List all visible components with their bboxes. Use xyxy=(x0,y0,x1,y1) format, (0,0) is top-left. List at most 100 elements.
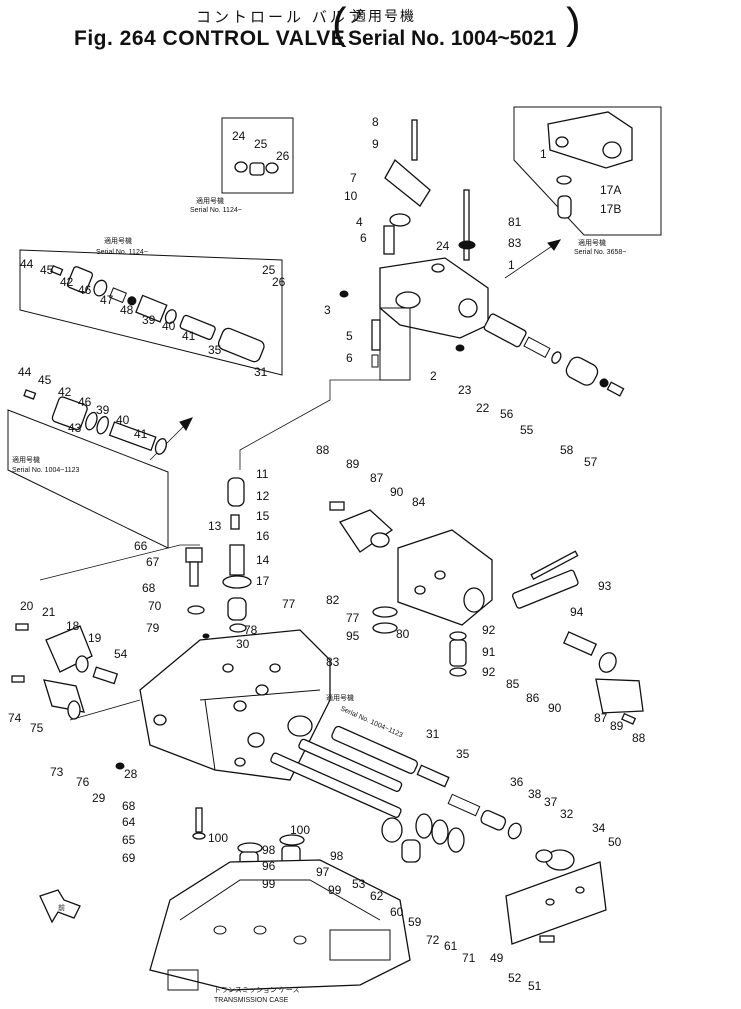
callout-label: 12 xyxy=(256,489,270,503)
serial-range: Serial No. 1004~5021 xyxy=(348,27,557,50)
callout-label: 80 xyxy=(396,627,410,641)
callout-label: 45 xyxy=(38,373,52,387)
callout-label: 20 xyxy=(20,599,34,613)
callout-label: 25 xyxy=(254,137,268,151)
callout-label: 52 xyxy=(508,971,522,985)
callout-label: 46 xyxy=(78,395,92,409)
callout-label: 60 xyxy=(390,905,404,919)
callout-label: 8 xyxy=(372,115,379,129)
callout-label: 93 xyxy=(598,579,612,593)
inset-top-serial-1124 xyxy=(221,117,294,194)
callout-label: 79 xyxy=(146,621,160,635)
callout-label: 35 xyxy=(208,343,222,357)
lower-valve-body xyxy=(11,623,331,781)
part-callouts: 8 9 7 10 4 6 24 81 83 1 3 5 6 2 23 22 56… xyxy=(8,115,646,993)
callout-label: 89 xyxy=(610,719,624,733)
callout-label: 38 xyxy=(528,787,542,801)
callout-label: 13 xyxy=(208,519,222,533)
callout-label: 99 xyxy=(328,883,342,897)
callout-label: 90 xyxy=(390,485,404,499)
callout-label: 86 xyxy=(526,691,540,705)
callout-label: 94 xyxy=(570,605,584,619)
callout-label: 95 xyxy=(346,629,360,643)
callout-label: 26 xyxy=(276,149,290,163)
callout-label: 3 xyxy=(324,303,331,317)
callout-label: 50 xyxy=(608,835,622,849)
note-left-bottom-jp: 適用号機 xyxy=(12,455,40,464)
note-left-bottom-en: Serial No. 1004~1123 xyxy=(12,467,79,474)
callout-label: 43 xyxy=(68,421,82,435)
callout-label: 47 xyxy=(100,293,114,307)
callout-label: 98 xyxy=(330,849,344,863)
callout-label: 59 xyxy=(408,915,422,929)
callout-label: 91 xyxy=(482,645,496,659)
callout-label: 34 xyxy=(592,821,606,835)
callout-label: 17B xyxy=(600,202,621,216)
callout-label: 10 xyxy=(344,189,358,203)
callout-label: 54 xyxy=(114,647,128,661)
callout-label: 7 xyxy=(350,171,357,185)
callout-label: 42 xyxy=(60,275,74,289)
callout-label: 2 xyxy=(430,369,437,383)
callout-label: 23 xyxy=(458,383,472,397)
note-left-top-jp: 適用号機 xyxy=(104,236,132,245)
callout-label: 99 xyxy=(262,877,276,891)
callout-label: 21 xyxy=(42,605,56,619)
callout-label: 41 xyxy=(182,329,196,343)
callout-label: 61 xyxy=(444,939,458,953)
callout-label: 6 xyxy=(360,231,367,245)
callout-label: 17A xyxy=(600,183,621,197)
callout-label: 41 xyxy=(134,427,148,441)
callout-label: 75 xyxy=(30,721,44,735)
spool-assembly xyxy=(192,725,607,945)
callout-label: 36 xyxy=(510,775,524,789)
callout-label: 82 xyxy=(326,593,340,607)
upper-valve-body xyxy=(339,119,625,397)
callout-label: 31 xyxy=(426,727,440,741)
callout-label: 11 xyxy=(256,467,269,481)
callout-label: 25 xyxy=(262,263,276,277)
title-japanese: コントロール バルブ xyxy=(196,8,366,26)
center-stack-parts xyxy=(185,379,380,639)
callout-label: 24 xyxy=(232,129,246,143)
callout-label: 77 xyxy=(346,611,360,625)
callout-label: 4 xyxy=(356,215,363,229)
callout-label: 40 xyxy=(116,413,130,427)
note-top-en: Serial No. 1124~ xyxy=(190,207,242,214)
callout-label: 5 xyxy=(346,329,353,343)
callout-label: 73 xyxy=(50,765,64,779)
callout-label: 78 xyxy=(244,623,258,637)
front-arrow-icon: 前 xyxy=(39,889,81,924)
callout-label: 24 xyxy=(436,239,450,253)
callout-label: 88 xyxy=(316,443,330,457)
callout-label: 40 xyxy=(162,319,176,333)
serial-open-paren: ( xyxy=(332,0,347,48)
note-case-jp: トランスミッション ケース xyxy=(214,986,299,994)
callout-label: 39 xyxy=(142,313,156,327)
callout-label: 26 xyxy=(272,275,286,289)
front-arrow-text: 前 xyxy=(58,903,65,912)
callout-label: 88 xyxy=(632,731,646,745)
callout-label: 64 xyxy=(122,815,136,829)
inset-left-serial-1004-1123 xyxy=(7,389,169,549)
callout-label: 85 xyxy=(506,677,520,691)
callout-label: 1 xyxy=(540,147,547,161)
inset-right-serial-3658 xyxy=(513,106,662,236)
right-valve-block xyxy=(329,501,644,725)
callout-label: 1 xyxy=(508,258,515,272)
callout-label: 45 xyxy=(40,263,54,277)
callout-label: 98 xyxy=(262,843,276,857)
callout-label: 18 xyxy=(66,619,80,633)
callout-label: 37 xyxy=(544,795,558,809)
callout-label: 19 xyxy=(88,631,102,645)
callout-label: 89 xyxy=(346,457,360,471)
callout-label: 58 xyxy=(560,443,574,457)
callout-label: 28 xyxy=(124,767,138,781)
callout-label: 56 xyxy=(500,407,514,421)
callout-label: 96 xyxy=(262,859,276,873)
callout-label: 72 xyxy=(426,933,440,947)
callout-label: 16 xyxy=(256,529,270,543)
callout-label: 92 xyxy=(482,623,496,637)
inset-left-serial-1124 xyxy=(19,249,283,376)
